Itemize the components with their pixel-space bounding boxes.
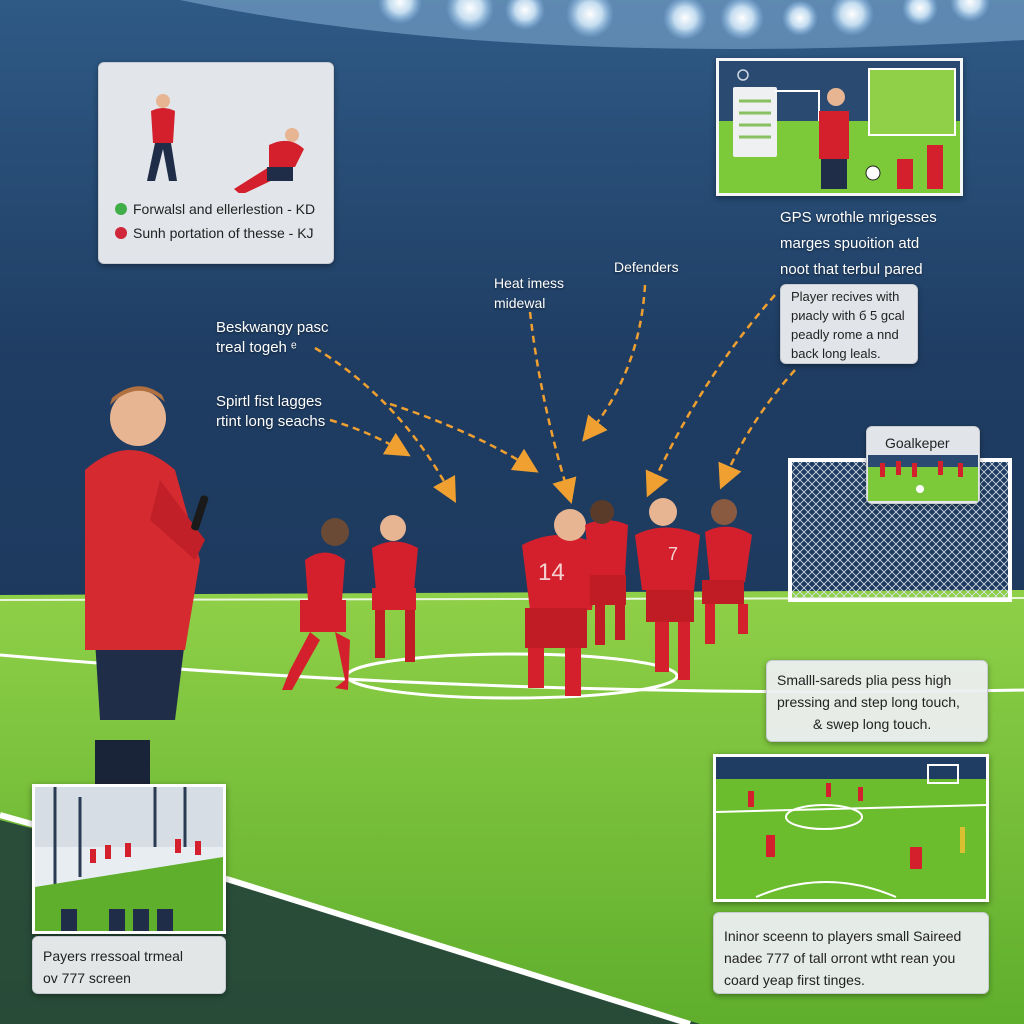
gps-caption-line: GPS wrothle mrigesses: [780, 209, 937, 226]
player-note-line: Player recives with: [791, 289, 900, 304]
gps-caption: GPS wrothle mrigesses marges spuoition a…: [780, 205, 937, 283]
player-1: [282, 518, 350, 690]
legend-player-running: [147, 94, 177, 181]
legend-item-forward: Forwalsl and ellerlestion - KD: [115, 197, 315, 221]
legend-illustration: [147, 94, 304, 193]
bottom-right-caption-line: coard yeap first tinges.: [724, 972, 865, 988]
defenders-label: Defenders: [614, 257, 679, 277]
sprint-label: Spirtl fist lagges rtint long seachs: [216, 392, 325, 432]
clock-icon: [737, 69, 749, 81]
gps-caption-line: marges spuoition atd: [780, 235, 920, 252]
jersey-number-center: 14: [538, 559, 565, 586]
sprint-label-line: Spirtl fist lagges: [216, 393, 322, 410]
goalkeeper-title: Goalkeper: [885, 435, 950, 451]
player-5: 7: [635, 498, 700, 680]
coach: [85, 386, 209, 820]
arrow-player-note: [645, 294, 776, 498]
heat-label-line: midewal: [494, 295, 546, 311]
legend-item-label: Forwalsl and ellerlestion - KD: [133, 201, 316, 217]
player-4: [585, 500, 628, 645]
bottom-left-caption-line: Payers rressoal trmeal: [43, 948, 184, 964]
indoor-session-thumbnail: [32, 784, 226, 934]
player-2: [372, 515, 418, 662]
arrow-pass: [314, 346, 456, 503]
pass-label: Beskwangy pasc treal togeh ᵉ: [216, 318, 329, 358]
ball-icon: [865, 165, 881, 181]
pressing-note-line: pressing and step long touch,: [777, 694, 960, 710]
goalkeeper-card: Goalkeper: [866, 426, 980, 504]
pass-label-line: treal togeh ᵉ: [216, 339, 297, 356]
player-note-card: Player recives with pиacly with б 5 gcal…: [780, 284, 918, 364]
bottom-right-caption-line: Ininor sceenn to players small Saireed: [724, 928, 962, 944]
arrow-sprint-2: [389, 402, 539, 473]
gps-caption-line: noot that terbul pared: [780, 261, 923, 278]
heat-label: Heat imess midewal: [494, 273, 564, 313]
gps-mini-field: [868, 68, 956, 136]
legend-card: Forwalsl and ellerlestion - KD Sunh port…: [98, 62, 334, 264]
legend-red-dot: [115, 227, 127, 239]
defenders-label-line: Defenders: [614, 259, 679, 275]
arrow-sprint: [329, 418, 411, 457]
goalkeeper-thumbnail: [868, 455, 978, 501]
bottom-right-caption-card: Ininor sceenn to players small Saireed n…: [713, 912, 989, 994]
player-note-line: peadly rome a nnd: [791, 327, 899, 342]
player-note-line: pиacly with б 5 gcal: [791, 308, 905, 323]
pressing-note-line: Smalll-sareds plia pess high: [777, 672, 952, 688]
bottom-left-caption-card: Payers rressoal trmeal ov 777 screen: [32, 936, 226, 994]
sprint-label-line: rtint long seachs: [216, 413, 326, 430]
floodlights: [378, 0, 990, 40]
gps-thumbnail: [716, 58, 963, 196]
jersey-number-right: 7: [668, 544, 678, 564]
small-sided-thumbnail: [713, 754, 989, 902]
legend-green-dot: [115, 203, 127, 215]
player-note-line: back long leals.: [791, 346, 881, 361]
pressing-note-line: & swep long touch.: [813, 716, 932, 732]
heat-label-line: Heat imess: [494, 275, 565, 291]
gps-panel: [733, 87, 777, 157]
legend-player-sliding: [234, 128, 304, 193]
bottom-right-caption-line: nadeє 777 of tall orront wtht rean you: [724, 950, 956, 966]
arrow-heat: [528, 311, 577, 504]
legend-item-support: Sunh portation of thesse - KJ: [115, 221, 315, 245]
player-6: [702, 499, 752, 644]
legend-item-label: Sunh portation of thesse - KJ: [133, 225, 314, 241]
pressing-note-card: Smalll-sareds plia pess high pressing an…: [766, 660, 988, 742]
arrow-goal: [718, 369, 796, 490]
player-3: 14: [522, 509, 598, 696]
pass-label-line: Beskwangy pasc: [216, 319, 329, 336]
bottom-left-caption-line: ov 777 screen: [43, 970, 131, 986]
tactic-arrows: [314, 284, 796, 504]
